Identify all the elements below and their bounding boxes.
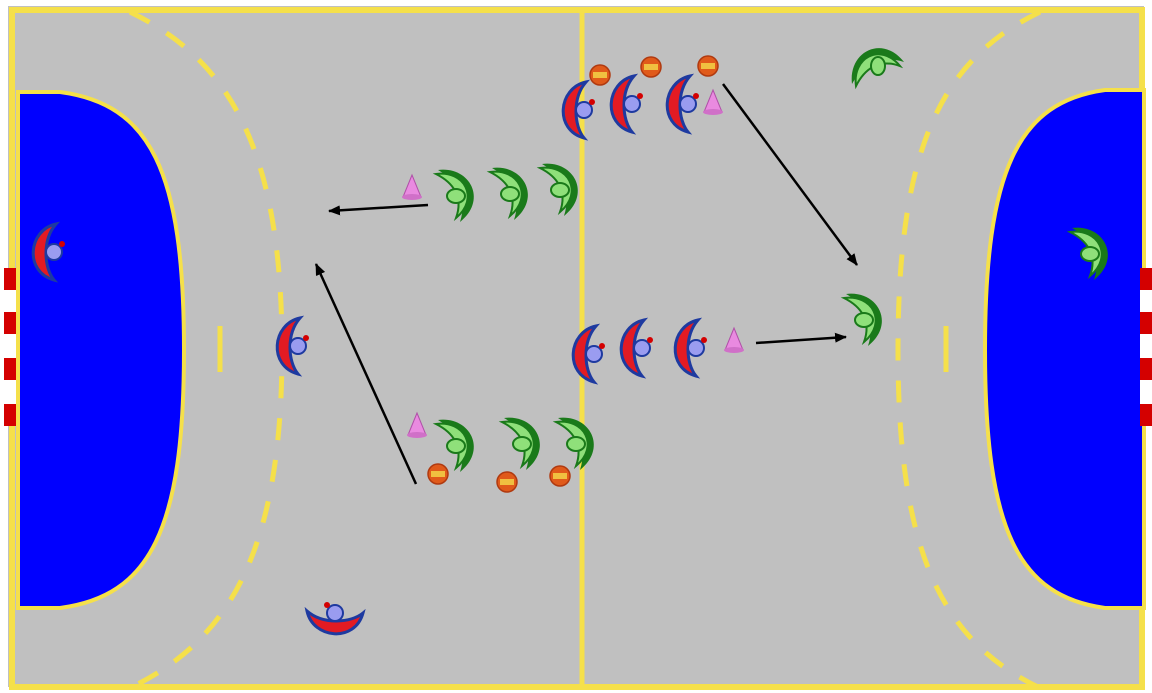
ball-icon: [589, 64, 611, 86]
movement-arrow-icon: [755, 332, 847, 345]
goal-area-right: [982, 88, 1146, 610]
ball-icon: [549, 465, 571, 487]
ball-icon: [697, 55, 719, 77]
movement-arrow-icon: [328, 203, 429, 216]
ball-icon: [427, 463, 449, 485]
goal-area-left: [16, 90, 187, 610]
goal-net-icon: [4, 268, 16, 426]
free-throw-line-right: [895, 9, 1042, 691]
movement-arrow-icon: [721, 83, 859, 266]
ball-icon: [496, 471, 518, 493]
ball-icon: [640, 56, 662, 78]
goal-net-icon: [1140, 268, 1152, 426]
movement-arrow-icon: [314, 263, 418, 485]
